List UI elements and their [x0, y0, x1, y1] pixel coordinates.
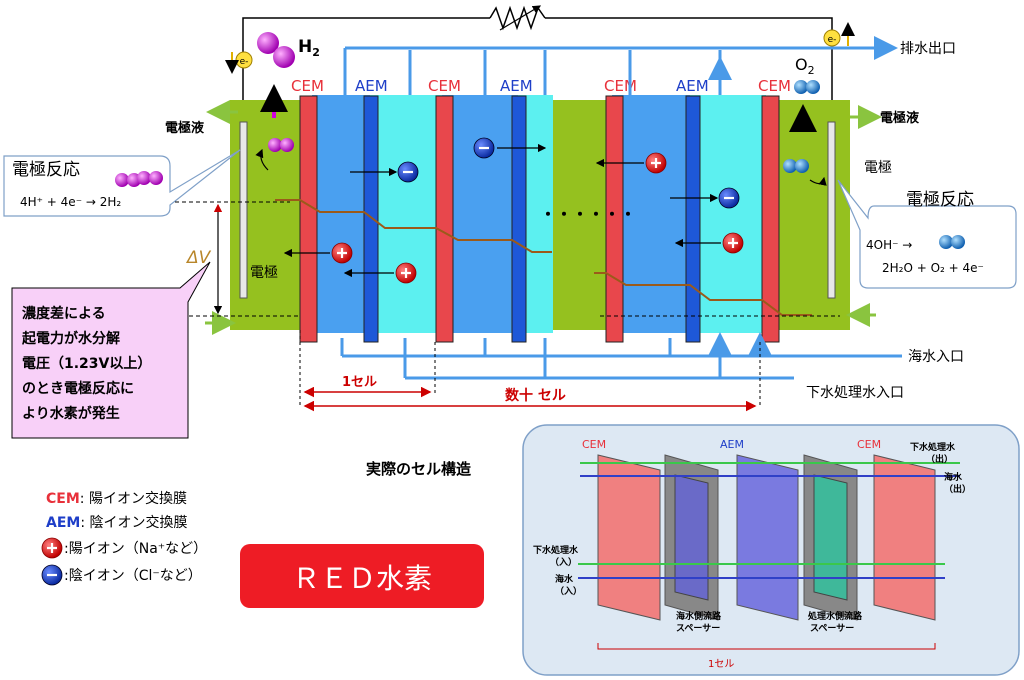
label-aem: AEM	[355, 77, 388, 95]
seawater-inlet-label: 海水入口	[908, 349, 964, 365]
cation-icon	[721, 231, 745, 255]
electrolyte-label-right: 電極液	[880, 110, 919, 126]
treated-water-pipe	[403, 338, 794, 380]
hydrogen-molecule: H2	[255, 32, 320, 171]
cation-icon	[330, 241, 354, 265]
electrolyte-label-left: 電極液	[165, 120, 204, 136]
membranes	[299, 95, 780, 343]
svg-text:下水処理水: 下水処理水	[910, 441, 956, 453]
svg-text:（出）: （出）	[926, 453, 953, 465]
resistor-icon	[489, 5, 546, 31]
membrane-cem	[435, 95, 454, 343]
membrane-cem	[761, 95, 780, 343]
left-reaction-equation: 4H⁺ + 4e⁻ → 2H₂	[20, 195, 121, 209]
ions	[283, 136, 745, 285]
label-cem: CEM	[428, 77, 461, 95]
svg-text:（入）: （入）	[550, 557, 577, 568]
electrode-label-right: 電極	[864, 160, 892, 176]
label-aem: AEM	[500, 77, 533, 95]
svg-text:（入）: （入）	[555, 586, 582, 597]
drain-pipe	[343, 36, 898, 95]
inset-cem-left: CEM	[582, 438, 606, 451]
cell-spans: 1セル 数十 セル	[299, 330, 761, 412]
oxygen-molecule: O2	[783, 55, 827, 186]
electrode-label-left: 電極	[250, 265, 278, 281]
left-reaction-title: 電極反応	[12, 160, 80, 180]
inset-title: 実際のセル構造	[366, 460, 471, 478]
anion-icon	[472, 136, 496, 160]
left-reaction-callout: 電極反応 4H⁺ + 4e⁻ → 2H₂	[3, 149, 241, 217]
electron-right: e-	[823, 22, 855, 47]
h2-label: H2	[298, 37, 320, 59]
right-reaction-equation-line2: 2H₂O + O₂ + 4e⁻	[882, 261, 984, 275]
note-box: 濃度差による 起電力が水分解 電圧（1.23V以上） のとき電極反応に より水素…	[11, 261, 211, 439]
dozens-cells-label: 数十 セル	[505, 387, 566, 404]
external-circuit	[242, 5, 833, 122]
left-electrode	[239, 121, 248, 299]
legend-cation: :陽イオン（Na⁺など）	[64, 541, 207, 557]
svg-text:e-: e-	[240, 57, 249, 67]
legend-aem: AEM: 陰イオン交換膜	[46, 514, 188, 531]
one-cell-label: 1セル	[342, 375, 377, 390]
electron-left: e-	[225, 51, 253, 74]
right-reaction-callout: 電極反応 4OH⁻ → 2H₂O + O₂ + 4e⁻	[837, 179, 1017, 289]
delta-v-label: ΔV	[185, 248, 212, 268]
potential-profile	[275, 199, 552, 253]
svg-text:e-: e-	[828, 35, 837, 45]
svg-text:海水側流路: 海水側流路	[676, 610, 722, 622]
red-title: ＲＥＤ水素	[292, 562, 432, 595]
membrane-cem	[299, 95, 318, 343]
label-cem: CEM	[758, 77, 791, 95]
delta-v-indicator: ΔV	[175, 201, 840, 317]
treated-water-inlet-label: 下水処理水入口	[806, 385, 904, 401]
svg-text:海水: 海水	[944, 471, 963, 483]
svg-text:スペーサー: スペーサー	[676, 623, 720, 634]
right-electrode	[827, 121, 836, 299]
cation-icon	[394, 261, 418, 285]
anion-icon	[396, 160, 420, 184]
drain-outlet-label: 排水出口	[900, 41, 956, 57]
ellipsis: ・・・・・・	[540, 205, 636, 224]
label-cem: CEM	[604, 77, 637, 95]
legend-anion: :陰イオン（Cl⁻など）	[64, 568, 202, 584]
svg-text:下水処理水: 下水処理水	[533, 544, 579, 556]
svg-text:海水: 海水	[555, 573, 574, 585]
inset-cem-right: CEM	[857, 438, 881, 451]
legend: CEM: 陽イオン交換膜 AEM: 陰イオン交換膜 :陽イオン（Na⁺など） :…	[40, 490, 207, 587]
svg-text:（出）: （出）	[944, 483, 971, 495]
svg-text:スペーサー: スペーサー	[810, 623, 854, 634]
cation-icon	[644, 151, 668, 175]
label-aem: AEM	[676, 77, 709, 95]
right-reaction-equation-line1: 4OH⁻ →	[866, 238, 912, 252]
svg-text:処理水側流路: 処理水側流路	[807, 610, 863, 622]
right-reaction-title: 電極反応	[906, 190, 974, 210]
anion-icon	[717, 186, 741, 210]
membrane-labels: CEM AEM CEM AEM CEM AEM CEM	[291, 77, 791, 95]
red-title-banner: ＲＥＤ水素	[240, 544, 484, 608]
membrane-aem	[511, 95, 527, 343]
potential-profile	[594, 272, 812, 316]
o2-label: O2	[795, 55, 815, 77]
membrane-aem	[685, 95, 701, 343]
electrolyte-flow	[205, 100, 882, 335]
note-text: 濃度差による 起電力が水分解 電圧（1.23V以上） のとき電極反応に より水素…	[21, 305, 156, 422]
label-cem: CEM	[291, 77, 324, 95]
membrane-aem	[363, 95, 379, 343]
inset-aem: AEM	[720, 438, 744, 451]
legend-cem: CEM: 陽イオン交換膜	[46, 490, 187, 507]
inset-panel: CEM AEM CEM 下水処理水 （出） 海水 （出） 下水処理水 （入） 海…	[522, 424, 1020, 676]
inset-one-cell: 1セル	[708, 658, 734, 670]
